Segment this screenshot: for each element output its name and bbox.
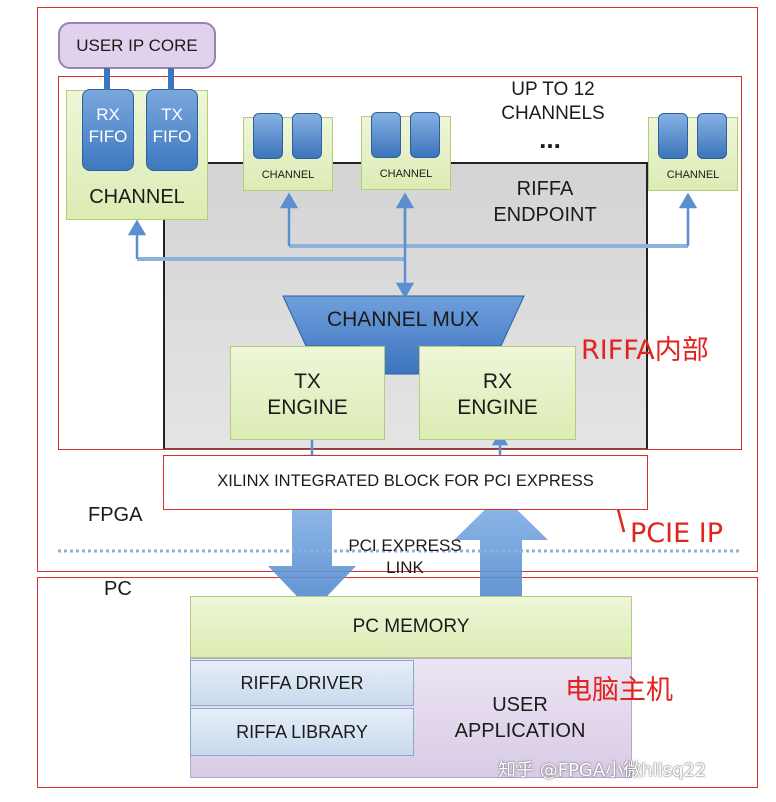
- ip-core-connector-left: [104, 68, 110, 90]
- riffa-internal-frame: [58, 76, 742, 450]
- rx-fifo-line1: RX: [96, 105, 120, 124]
- tx-engine-box: TX ENGINE: [230, 346, 385, 440]
- arrow-ch-large-head: [127, 219, 147, 236]
- pci-link-line1: PCI EXPRESS: [348, 536, 462, 555]
- channels-ellipsis: ...: [539, 124, 561, 154]
- big-down-arrow: [268, 500, 356, 612]
- watermark: 知乎 @FPGA小微hllsq22: [498, 760, 707, 781]
- up-to-line1: UP TO 12: [511, 79, 595, 100]
- riffa-endpoint-label: RIFFA ENDPOINT: [470, 176, 620, 228]
- arrow-to-mux-head: [395, 282, 415, 299]
- pcie-ip-annotation: PCIE IP: [630, 518, 723, 549]
- ip-core-connector-right: [168, 68, 174, 90]
- riffa-driver-box: RIFFA DRIVER: [190, 660, 414, 706]
- channel-1-fifo-a: [253, 113, 283, 159]
- user-application-label: USER APPLICATION: [430, 692, 610, 744]
- pc-region-frame: [37, 577, 758, 788]
- riffa-endpoint-line2: ENDPOINT: [493, 204, 597, 226]
- channel-small-label-1: CHANNEL: [261, 169, 315, 181]
- riffa-endpoint-line1: RIFFA: [516, 178, 574, 200]
- riffa-library-box: RIFFA LIBRARY: [190, 708, 414, 756]
- arrow-ch1-head: [279, 192, 299, 209]
- rx-engine-line1: RX: [482, 370, 513, 393]
- arrow-ch3-head: [678, 192, 698, 209]
- channel-small-label-3: CHANNEL: [666, 169, 720, 181]
- pci-express-link-label: PCI EXPRESS LINK: [330, 535, 480, 579]
- xilinx-block-label: XILINX INTEGRATED BLOCK FOR PCI EXPRESS: [217, 472, 594, 490]
- riffa-driver-label: RIFFA DRIVER: [240, 673, 364, 693]
- riffa-internal-annotation: RIFFA内部: [581, 335, 709, 366]
- fpga-label: FPGA: [88, 504, 143, 526]
- pc-memory-label: PC MEMORY: [352, 616, 470, 637]
- pci-link-line2: LINK: [386, 558, 424, 577]
- channel-3-fifo-b: [697, 113, 727, 159]
- tx-engine-line2: ENGINE: [267, 396, 348, 419]
- pc-label: PC: [104, 578, 132, 600]
- channel-2-fifo-b: [410, 112, 440, 158]
- tx-fifo-line2: FIFO: [152, 127, 192, 146]
- riffa-library-label: RIFFA LIBRARY: [236, 722, 368, 742]
- tx-engine-line1: TX: [294, 370, 321, 393]
- user-app-line1: USER: [492, 694, 548, 716]
- rx-fifo-line2: FIFO: [88, 127, 128, 146]
- pc-memory-box: PC MEMORY: [190, 596, 632, 658]
- user-ip-core-box: USER IP CORE: [58, 22, 216, 69]
- pc-host-annotation: 电脑主机: [565, 675, 673, 706]
- fpga-region-frame: [37, 7, 758, 572]
- up-to-line2: CHANNELS: [501, 103, 605, 124]
- rx-engine-line2: ENGINE: [457, 396, 538, 419]
- channel-large-label: CHANNEL: [89, 186, 185, 208]
- big-up-arrow: [454, 494, 548, 613]
- channel-1-fifo-b: [292, 113, 322, 159]
- channel-mux-label: CHANNEL MUX: [326, 308, 480, 331]
- channel-3-fifo-a: [658, 113, 688, 159]
- channel-2-fifo-a: [371, 112, 401, 158]
- user-app-line2: APPLICATION: [454, 720, 586, 742]
- channel-small-label-2: CHANNEL: [379, 168, 433, 180]
- rx-engine-box: RX ENGINE: [419, 346, 576, 440]
- user-ip-core-label: USER IP CORE: [76, 36, 198, 55]
- up-to-12-channels: UP TO 12 CHANNELS: [478, 78, 628, 126]
- tx-fifo-line1: TX: [161, 105, 183, 124]
- pcie-ip-block: [163, 455, 648, 510]
- tx-fifo: TX FIFO: [146, 89, 198, 171]
